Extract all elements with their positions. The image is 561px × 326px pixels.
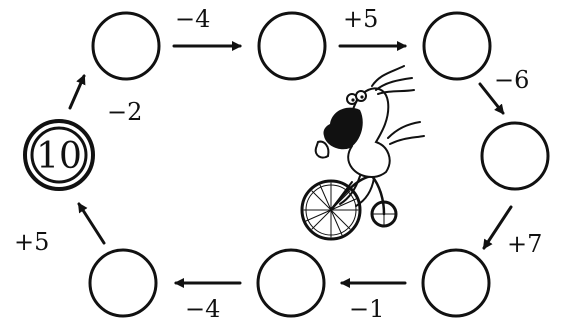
step-label-4: −6	[494, 66, 529, 94]
answer-circle-1[interactable]	[93, 13, 159, 79]
step-label-6: −1	[349, 295, 384, 323]
start-circle: 10	[25, 121, 93, 189]
answer-circle-3[interactable]	[424, 13, 490, 79]
arrow-8	[79, 204, 104, 243]
step-label-7: −4	[185, 295, 220, 323]
penny-farthing-rider-illustration	[302, 66, 424, 239]
answer-circle-7[interactable]	[90, 250, 156, 316]
answer-circle-2[interactable]	[259, 13, 325, 79]
step-label-8: +5	[14, 228, 49, 256]
answer-circle-5[interactable]	[423, 250, 489, 316]
answer-circle-4[interactable]	[482, 123, 548, 189]
step-label-2: −4	[175, 5, 210, 33]
step-label-3: +5	[343, 5, 378, 33]
step-label-5: +7	[507, 230, 542, 258]
start-value: 10	[36, 136, 82, 177]
answer-circle-6[interactable]	[258, 250, 324, 316]
arrow-1	[70, 76, 84, 108]
step-label-1: −2	[107, 98, 142, 126]
